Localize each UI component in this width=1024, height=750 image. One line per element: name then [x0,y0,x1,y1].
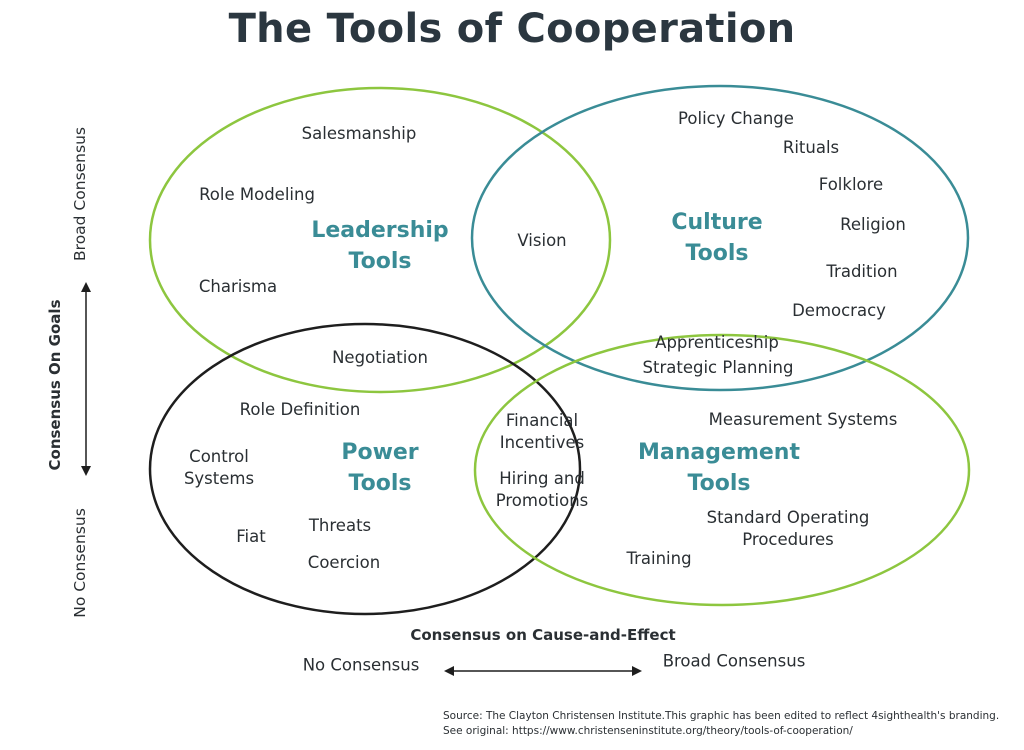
y-axis-title: Consensus On Goals [46,299,64,471]
item-folklore: Folklore [818,175,884,194]
leadership-tools-label: Leadership Tools [311,218,449,274]
horizontal-arrow [444,666,642,676]
source-line-1: Source: The Clayton Christensen Institut… [443,710,1000,722]
source-note: Source: The Clayton Christensen Institut… [443,709,999,739]
item-role-definition: Role Definition [239,400,361,419]
item-negotiation: Negotiation [332,348,428,367]
item-fiat: Fiat [236,527,266,546]
management-tools-label: Management Tools [638,440,800,496]
item-salesmanship: Salesmanship [301,124,417,143]
x-axis-right-label: Broad Consensus [662,651,806,671]
item-policy-change: Policy Change [678,109,794,128]
vertical-arrow [81,282,91,476]
item-vision: Vision [517,231,567,250]
item-coercion: Coercion [307,553,381,572]
item-strategic-planning: Strategic Planning [642,358,794,377]
x-axis-title: Consensus on Cause-and-Effect [410,626,676,644]
power-ellipse [148,322,582,616]
item-religion: Religion [840,215,906,234]
item-apprenticeship: Apprenticeship [655,333,779,352]
item-hiring-promotions: Hiring and Promotions [495,469,589,510]
item-standard-operating-procedures: Standard Operating Procedures [706,508,870,549]
item-tradition: Tradition [826,262,898,281]
y-axis-bottom-label: No Consensus [71,508,89,618]
y-axis-top-label: Broad Consensus [71,127,89,261]
item-training: Training [626,549,692,568]
leadership-ellipse [148,86,612,394]
page-title: The Tools of Cooperation [228,6,796,52]
item-rituals: Rituals [782,138,840,157]
item-threats: Threats [308,516,372,535]
culture-ellipse [470,84,970,392]
management-ellipse [473,333,971,607]
item-control-systems: Control Systems [183,447,255,488]
item-role-modeling: Role Modeling [199,185,315,204]
item-charisma: Charisma [198,277,278,296]
item-measurement-systems: Measurement Systems [708,410,898,429]
x-axis-left-label: No Consensus [302,655,420,675]
power-tools-label: Power Tools [341,440,419,496]
culture-tools-label: Culture Tools [671,210,763,266]
source-line-2: See original: https://www.christensenins… [443,725,853,737]
item-democracy: Democracy [792,301,886,320]
item-financial-incentives: Financial Incentives [499,411,585,452]
